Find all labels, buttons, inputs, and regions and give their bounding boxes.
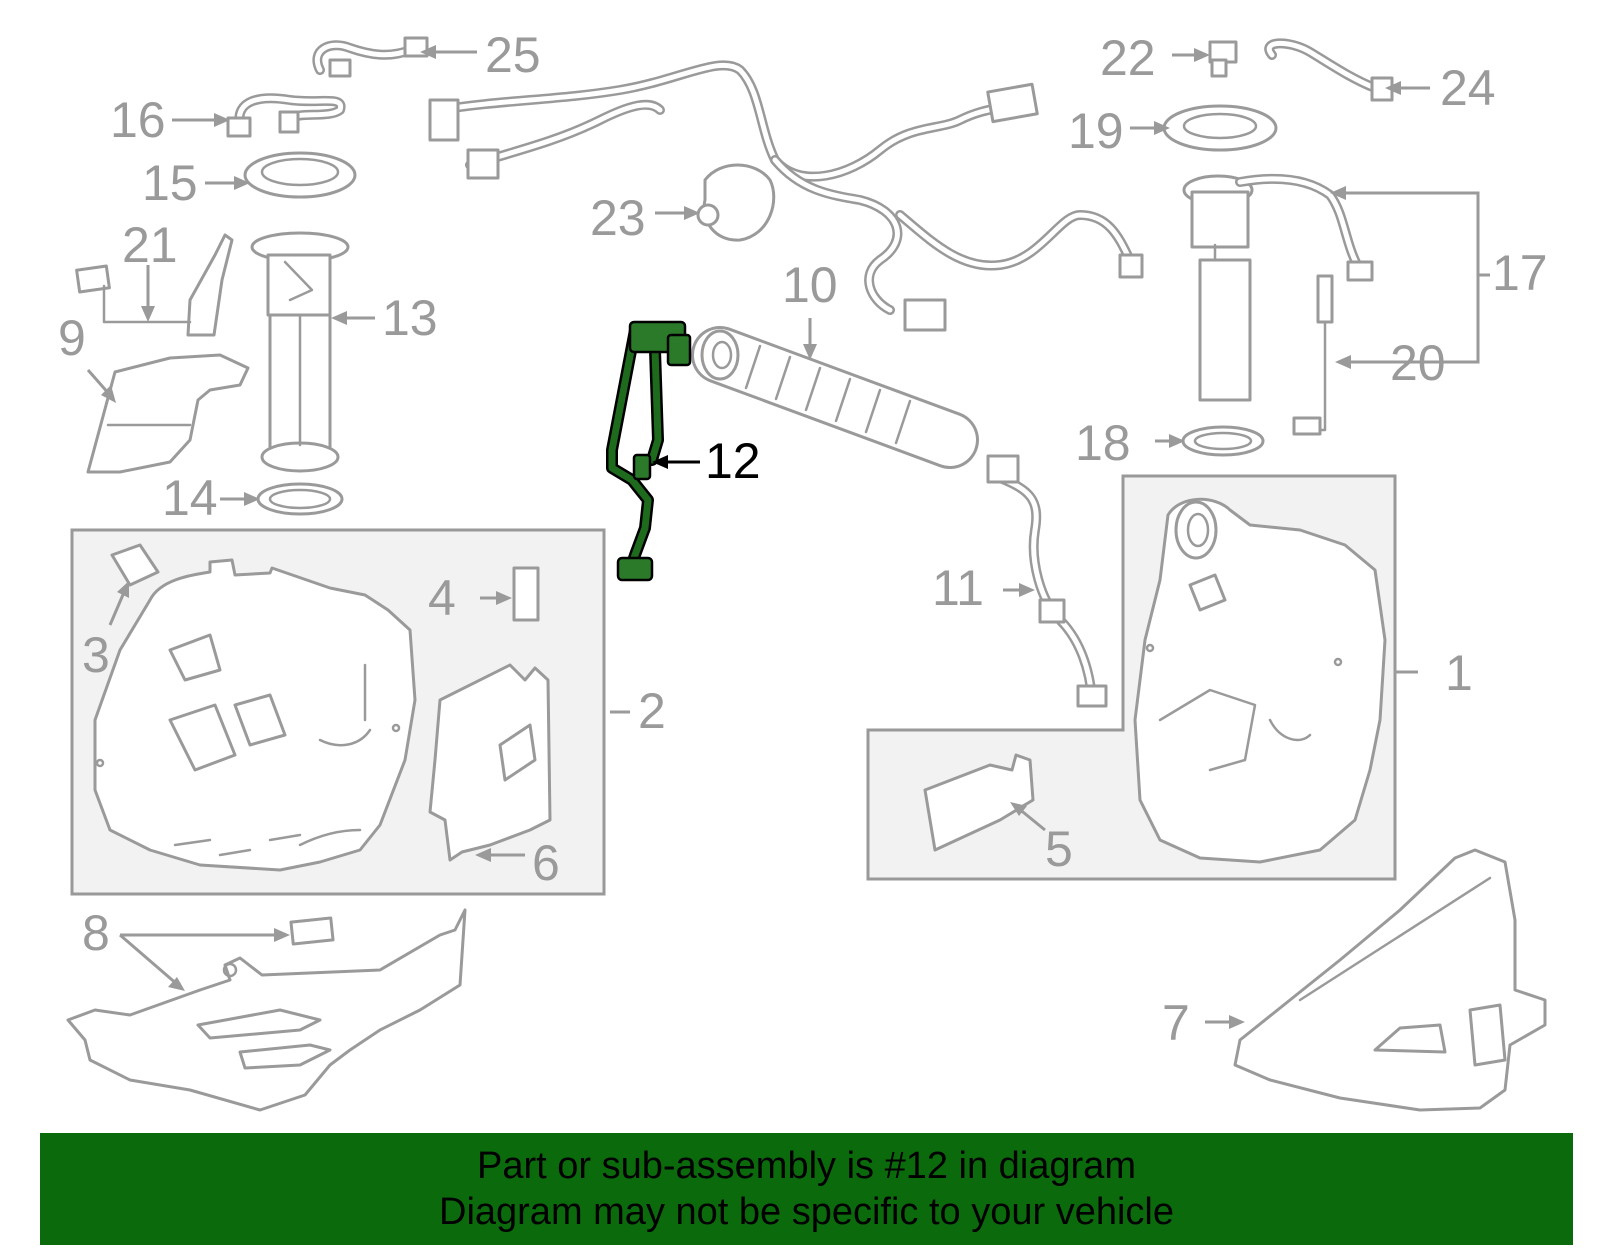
part-12-highlighted-hose[interactable] <box>606 320 692 582</box>
part-14-o-ring[interactable] <box>256 482 344 516</box>
callout-4: 4 <box>428 570 456 626</box>
callout-13: 13 <box>382 290 438 346</box>
part-20-sender[interactable] <box>1292 274 1334 436</box>
callout-2: 2 <box>638 683 666 739</box>
part-13-fuel-pump[interactable] <box>250 231 350 473</box>
part-15-lock-ring[interactable] <box>243 151 357 199</box>
part-1-fuel-tank[interactable] <box>1133 497 1387 864</box>
part-11-vent-hose[interactable] <box>986 454 1108 708</box>
callout-8: 8 <box>82 905 110 961</box>
part-24-hose[interactable] <box>1264 38 1394 102</box>
part-8-skid-plate[interactable] <box>66 908 467 1112</box>
callout-22: 22 <box>1100 30 1156 86</box>
callout-9: 9 <box>58 310 86 366</box>
callout-18: 18 <box>1075 415 1131 471</box>
info-banner: Part or sub-assembly is #12 in diagram D… <box>40 1133 1573 1245</box>
callout-labels: 1 2 3 4 5 6 7 8 9 10 11 12 13 14 15 16 1… <box>58 27 1548 1051</box>
callout-16: 16 <box>110 92 166 148</box>
part-22-sensor[interactable] <box>1208 40 1238 78</box>
callout-5: 5 <box>1045 821 1073 877</box>
part-10-filler-pipe[interactable] <box>691 326 979 469</box>
callout-21: 21 <box>122 217 178 273</box>
part-6-shield[interactable] <box>428 663 552 862</box>
part-21-sensor[interactable] <box>75 233 234 337</box>
part-5-bracket[interactable] <box>923 753 1035 852</box>
part-2-fuel-tank[interactable] <box>93 558 417 872</box>
callout-11: 11 <box>932 560 984 616</box>
callout-3: 3 <box>82 627 110 683</box>
callout-7: 7 <box>1162 995 1190 1051</box>
leader-12 <box>652 455 700 469</box>
callout-17: 17 <box>1492 245 1548 301</box>
callout-1: 1 <box>1445 645 1473 701</box>
callout-20: 20 <box>1390 335 1446 391</box>
callout-14: 14 <box>162 470 218 526</box>
part-18-o-ring[interactable] <box>1181 425 1265 457</box>
part-3-label-pad[interactable] <box>110 543 160 587</box>
part-19-lock-ring[interactable] <box>1162 104 1278 152</box>
callout-25: 25 <box>485 27 541 83</box>
part-23-wiring-harness[interactable] <box>428 60 1144 332</box>
part-7-skid-plate[interactable] <box>1233 848 1547 1112</box>
part-4-clip[interactable] <box>512 566 540 622</box>
callout-15: 15 <box>142 155 198 211</box>
part-9-heat-shield[interactable] <box>86 353 250 474</box>
callout-6: 6 <box>532 835 560 891</box>
part-17-fuel-pump-module[interactable] <box>1182 173 1374 402</box>
banner-line-1: Part or sub-assembly is #12 in diagram <box>477 1145 1136 1187</box>
callout-19: 19 <box>1068 103 1124 159</box>
leader-lines <box>86 45 1490 1029</box>
banner-line-2: Diagram may not be specific to your vehi… <box>439 1191 1174 1233</box>
callout-12: 12 <box>705 433 761 489</box>
callout-24: 24 <box>1440 60 1496 116</box>
part-25-harness[interactable] <box>312 36 429 78</box>
callout-10: 10 <box>782 257 838 313</box>
callout-23: 23 <box>590 190 646 246</box>
part-16-hose[interactable] <box>226 93 346 138</box>
